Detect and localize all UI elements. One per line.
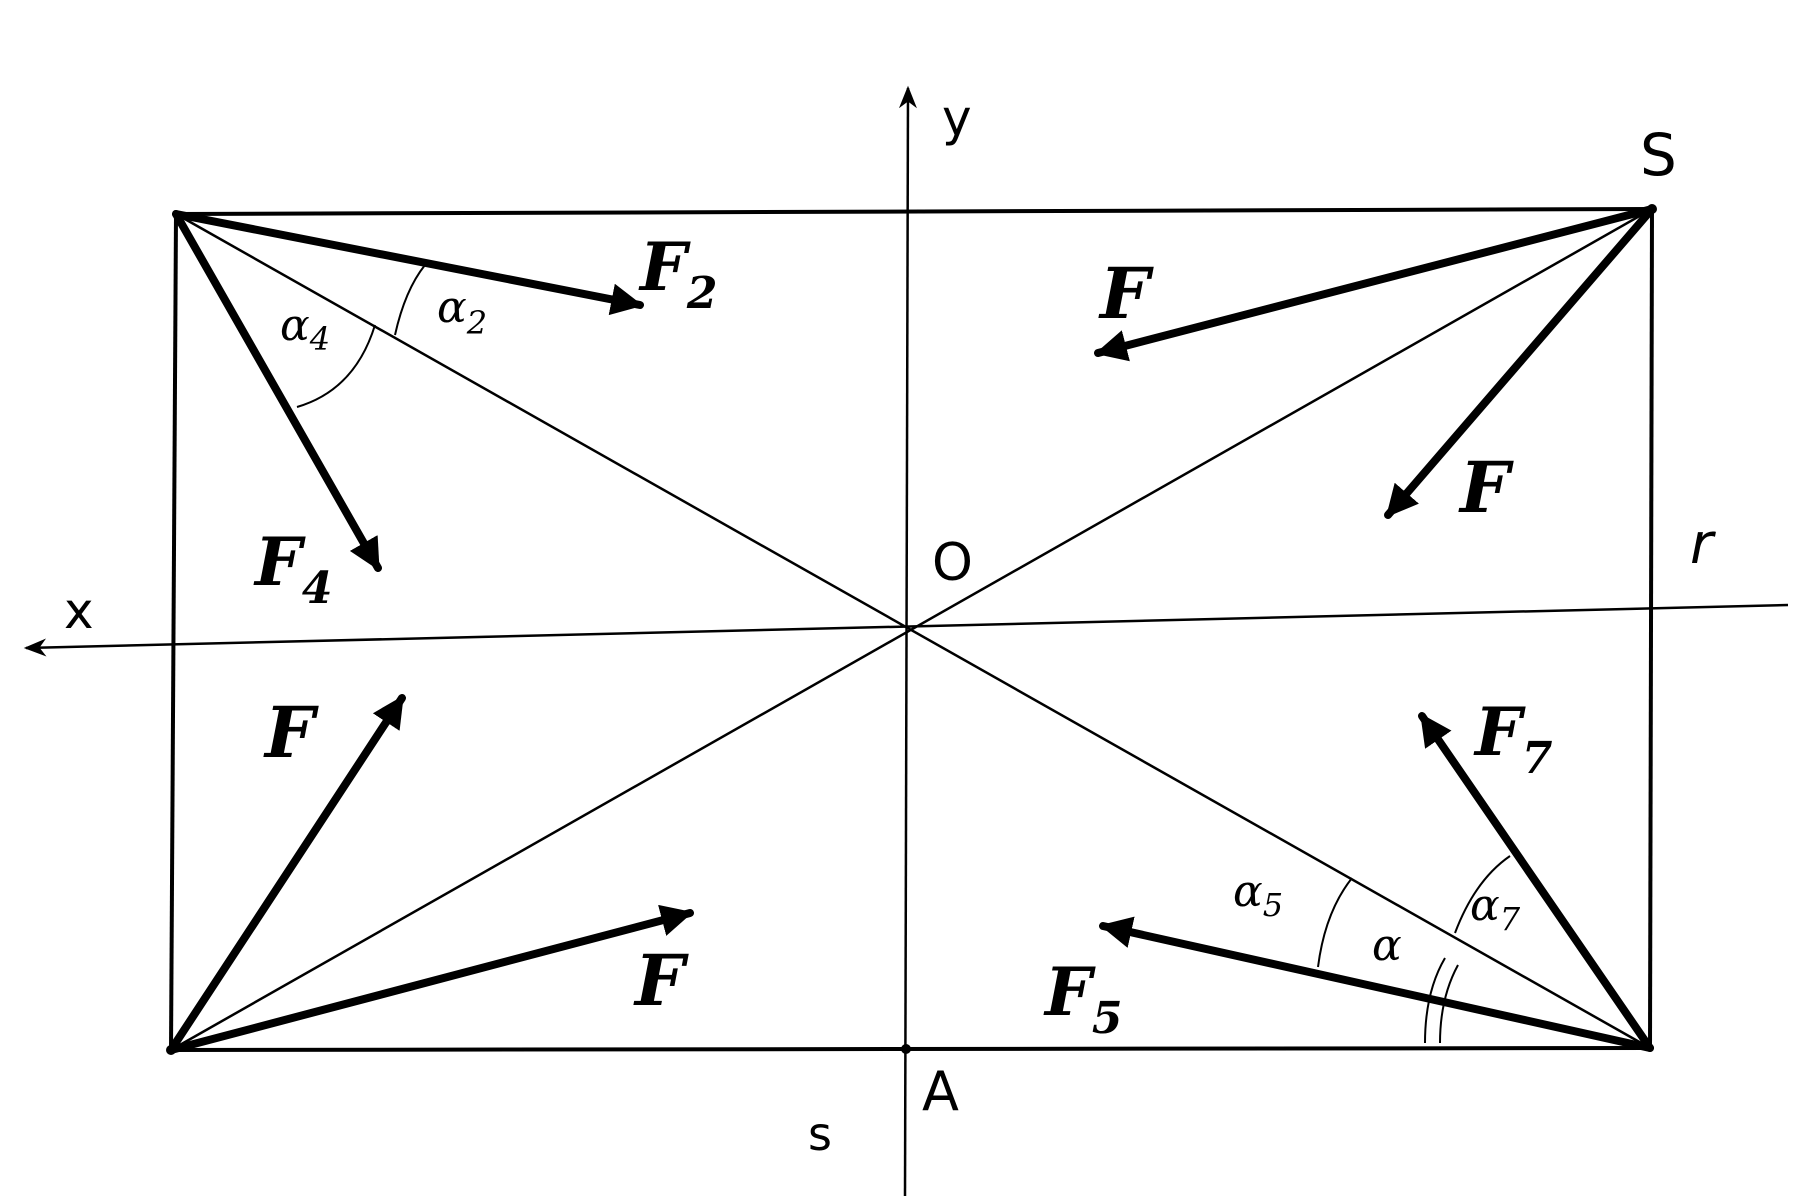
label-f2: F2 (638, 228, 717, 319)
diagonal-bl-tr (170, 207, 1653, 1052)
label-alpha7: α7 (1470, 880, 1521, 938)
corner-s-label: S (1640, 121, 1677, 189)
arrow-f2 (172, 210, 644, 316)
x-axis (23, 603, 1789, 657)
label-f5: F5 (1043, 953, 1122, 1044)
arc-alpha2 (394, 264, 426, 336)
x-axis-label: x (64, 582, 94, 640)
force-arrows (167, 205, 1656, 1054)
label-f-top-right-lower: F (1458, 446, 1514, 529)
point-a-dot (901, 1044, 911, 1054)
label-alpha: α (1372, 920, 1402, 971)
arrow-f4 (172, 210, 382, 572)
angle-arcs (296, 264, 1511, 1044)
label-alpha5: α5 (1233, 866, 1283, 924)
arc-alpha4 (296, 324, 376, 408)
y-axis-label: y (942, 89, 972, 147)
label-f-bottom-left-lower: F (633, 939, 689, 1022)
r-label: r (1690, 512, 1716, 577)
diagonals (170, 207, 1653, 1052)
y-axis (898, 85, 917, 1196)
arc-alpha5 (1317, 877, 1353, 968)
origin-label: O (932, 533, 973, 593)
arc-alpha-outer (1424, 957, 1446, 1044)
arrow-f-top-right-lower (1384, 205, 1656, 519)
arrow-f7 (1418, 712, 1654, 1052)
label-alpha4: α4 (280, 300, 330, 358)
arc-alpha-inner (1439, 964, 1459, 1044)
diagonal-tl-br (175, 212, 1651, 1050)
arrow-f-top-right-upper (1094, 205, 1656, 362)
arrow-f5 (1099, 916, 1654, 1052)
label-alpha2: α2 (437, 282, 487, 342)
label-f4: F4 (253, 523, 332, 614)
rect-right-edge (1648, 208, 1654, 1049)
arc-alpha7 (1454, 855, 1511, 934)
s-label: s (808, 1107, 832, 1161)
point-a-label: A (922, 1060, 959, 1123)
rect-top-edge (175, 207, 1653, 216)
arrow-f-bottom-left-upper (167, 694, 406, 1054)
label-f-bottom-left-upper: F (263, 691, 319, 774)
axes (23, 85, 1789, 1196)
rect-left-edge (169, 213, 178, 1051)
rectangle-frame (169, 207, 1654, 1052)
label-f-top-right-upper: F (1098, 252, 1154, 335)
label-f7: F7 (1473, 693, 1553, 784)
arrow-f-bottom-left-lower (167, 904, 694, 1054)
